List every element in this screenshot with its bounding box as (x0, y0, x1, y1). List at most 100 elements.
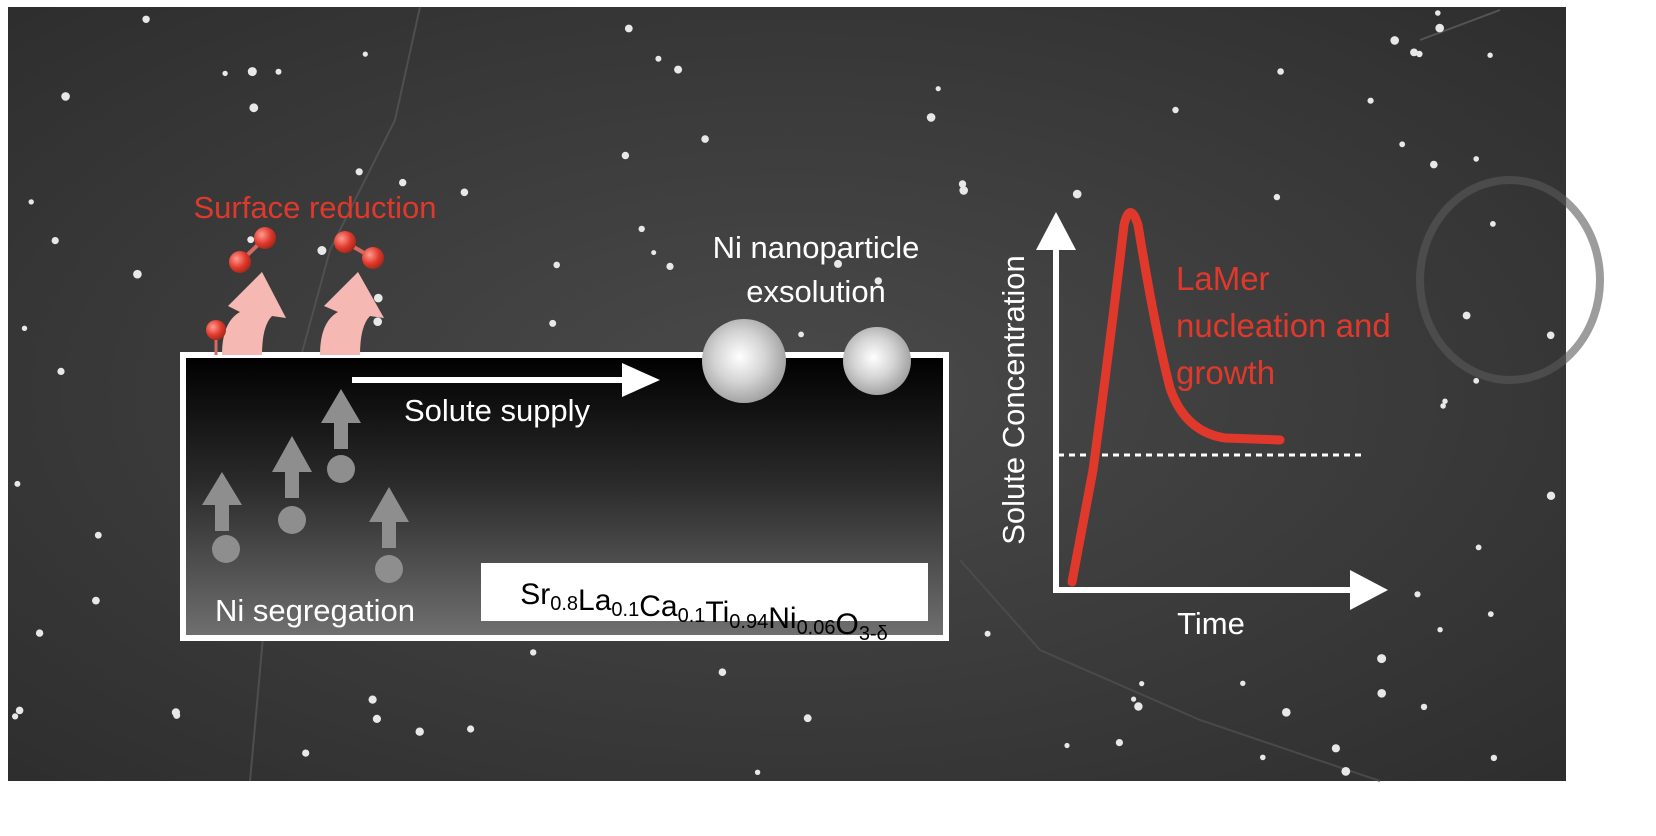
grain-boundary (1419, 9, 1501, 41)
nanoparticle-dot (302, 749, 310, 757)
nanoparticle-dot (1172, 106, 1179, 114)
formula-subscript: 0.1 (678, 605, 706, 627)
y-axis-arrowhead (1036, 212, 1076, 250)
nanoparticle-dot (1435, 10, 1441, 16)
nanoparticle-dot (553, 261, 560, 269)
ni-atom (278, 506, 306, 534)
nanoparticle-dot (1490, 221, 1496, 227)
ni-atom (327, 455, 355, 483)
nanoparticle-dot (1490, 754, 1498, 762)
nanoparticle-dot (549, 319, 557, 327)
nanoparticle-dot (666, 262, 674, 270)
nanoparticle-dot (1115, 739, 1123, 747)
nanoparticle-dot (35, 629, 44, 637)
nanoparticle-dot (373, 317, 383, 327)
nanoparticle-dot (701, 135, 709, 143)
exsolution-label-line2: exsolution (746, 274, 886, 309)
nanoparticle-dot (1442, 398, 1448, 404)
formula-element: Sr (520, 578, 550, 611)
nanoparticle-dot (133, 269, 142, 279)
nanoparticle-dot (1430, 160, 1438, 169)
nanoparticle-dot (621, 151, 630, 160)
nanoparticle-dot (754, 769, 761, 775)
nanoparticle-dot (651, 250, 657, 256)
up-arrow-icon (369, 487, 409, 548)
nanoparticle-dot (1462, 311, 1471, 320)
nanoparticle-dot (57, 367, 65, 375)
oxygen-atom (254, 227, 276, 249)
nanoparticle-dot (1282, 708, 1291, 717)
nanoparticle-dot (959, 186, 968, 195)
nanoparticle-dot (460, 188, 469, 197)
nanoparticle-dot (1367, 97, 1374, 104)
nanoparticle-dot (1437, 627, 1443, 633)
formula-element: Ni (768, 602, 796, 635)
nanoparticle-dot (28, 199, 34, 205)
nanoparticle-dot (1475, 544, 1482, 551)
oxygen-atom (229, 251, 251, 273)
formula-subscript: 0.8 (550, 593, 578, 615)
x-axis-label: Time (1177, 606, 1245, 641)
nanoparticle-dot (467, 725, 475, 733)
nanoparticle-dot (1240, 680, 1246, 686)
nanoparticle-dot (718, 668, 727, 676)
nanoparticle-dot (935, 86, 941, 92)
nanoparticle-dot (624, 24, 633, 33)
nanoparticle-dot (638, 225, 645, 233)
nanoparticle-dot (222, 70, 228, 77)
ni-segregation-label: Ni segregation (215, 593, 415, 628)
nanoparticle-dot (368, 695, 377, 704)
nanoparticle-dot (61, 92, 70, 101)
formula-subscript: 0.94 (729, 611, 768, 633)
nanoparticle-dot (1134, 702, 1143, 711)
nanoparticle-dot (958, 180, 967, 188)
formula-element: O (836, 608, 859, 641)
nanoparticle-dot (1487, 611, 1494, 617)
formula-subscript: 3-δ (859, 623, 888, 645)
nanoparticle-dot (674, 65, 683, 74)
nanoparticle-dot (14, 480, 21, 487)
nanoparticle-dot (874, 277, 882, 285)
exsolution-label-line1: Ni nanoparticle (713, 230, 920, 265)
nanoparticle-dot (1277, 68, 1284, 75)
nanoparticle-dot (1546, 331, 1555, 340)
oxygen-atom (334, 231, 356, 253)
nanoparticle-dot (21, 325, 28, 331)
nanoparticle-dot (15, 706, 24, 715)
lamer-label-line3: growth (1176, 354, 1275, 391)
solute-supply-label: Solute supply (404, 393, 591, 428)
nanoparticle-dot (530, 649, 537, 656)
up-arrow-icon (202, 472, 242, 531)
nanoparticle-dot (1546, 491, 1556, 500)
pink-arrow-left (222, 272, 286, 355)
nanoparticle-dot (362, 51, 368, 57)
formula-element: Ca (639, 590, 678, 623)
nanoparticle-dot (1440, 403, 1446, 409)
nanoparticle-dot (1260, 754, 1266, 761)
nanoparticle-dot (374, 293, 383, 303)
ni-atom (212, 535, 240, 563)
nanoparticle-dot (1341, 767, 1351, 776)
nanoparticle-dots (12, 10, 1556, 776)
surface-reduction-label: Surface reduction (194, 190, 437, 225)
nanoparticle-dot (834, 259, 842, 268)
nanoparticle-dot (173, 711, 181, 719)
nanoparticle-dot (1377, 689, 1386, 698)
nanoparticle-dot (984, 630, 991, 637)
nanoparticle-dot (1390, 36, 1399, 45)
nanoparticle-dot (1410, 48, 1418, 57)
nanoparticle-dot (1399, 141, 1406, 148)
formula-subscript: 0.06 (797, 617, 836, 639)
nanoparticle-dot (1420, 703, 1428, 711)
lamer-label-line1: LaMer (1176, 260, 1270, 297)
ni-nanoparticle-small (843, 327, 911, 395)
lamer-label-line2: nucleation and (1176, 307, 1391, 344)
nanoparticle-dot (655, 55, 662, 62)
nanoparticle-dot (1131, 696, 1137, 702)
solute-supply-arrowhead (622, 363, 660, 397)
nanoparticle-dot (399, 178, 407, 187)
nanoparticle-dot (142, 15, 150, 23)
nanoparticle-dot (92, 596, 100, 605)
formula-element: Ti (705, 596, 729, 629)
